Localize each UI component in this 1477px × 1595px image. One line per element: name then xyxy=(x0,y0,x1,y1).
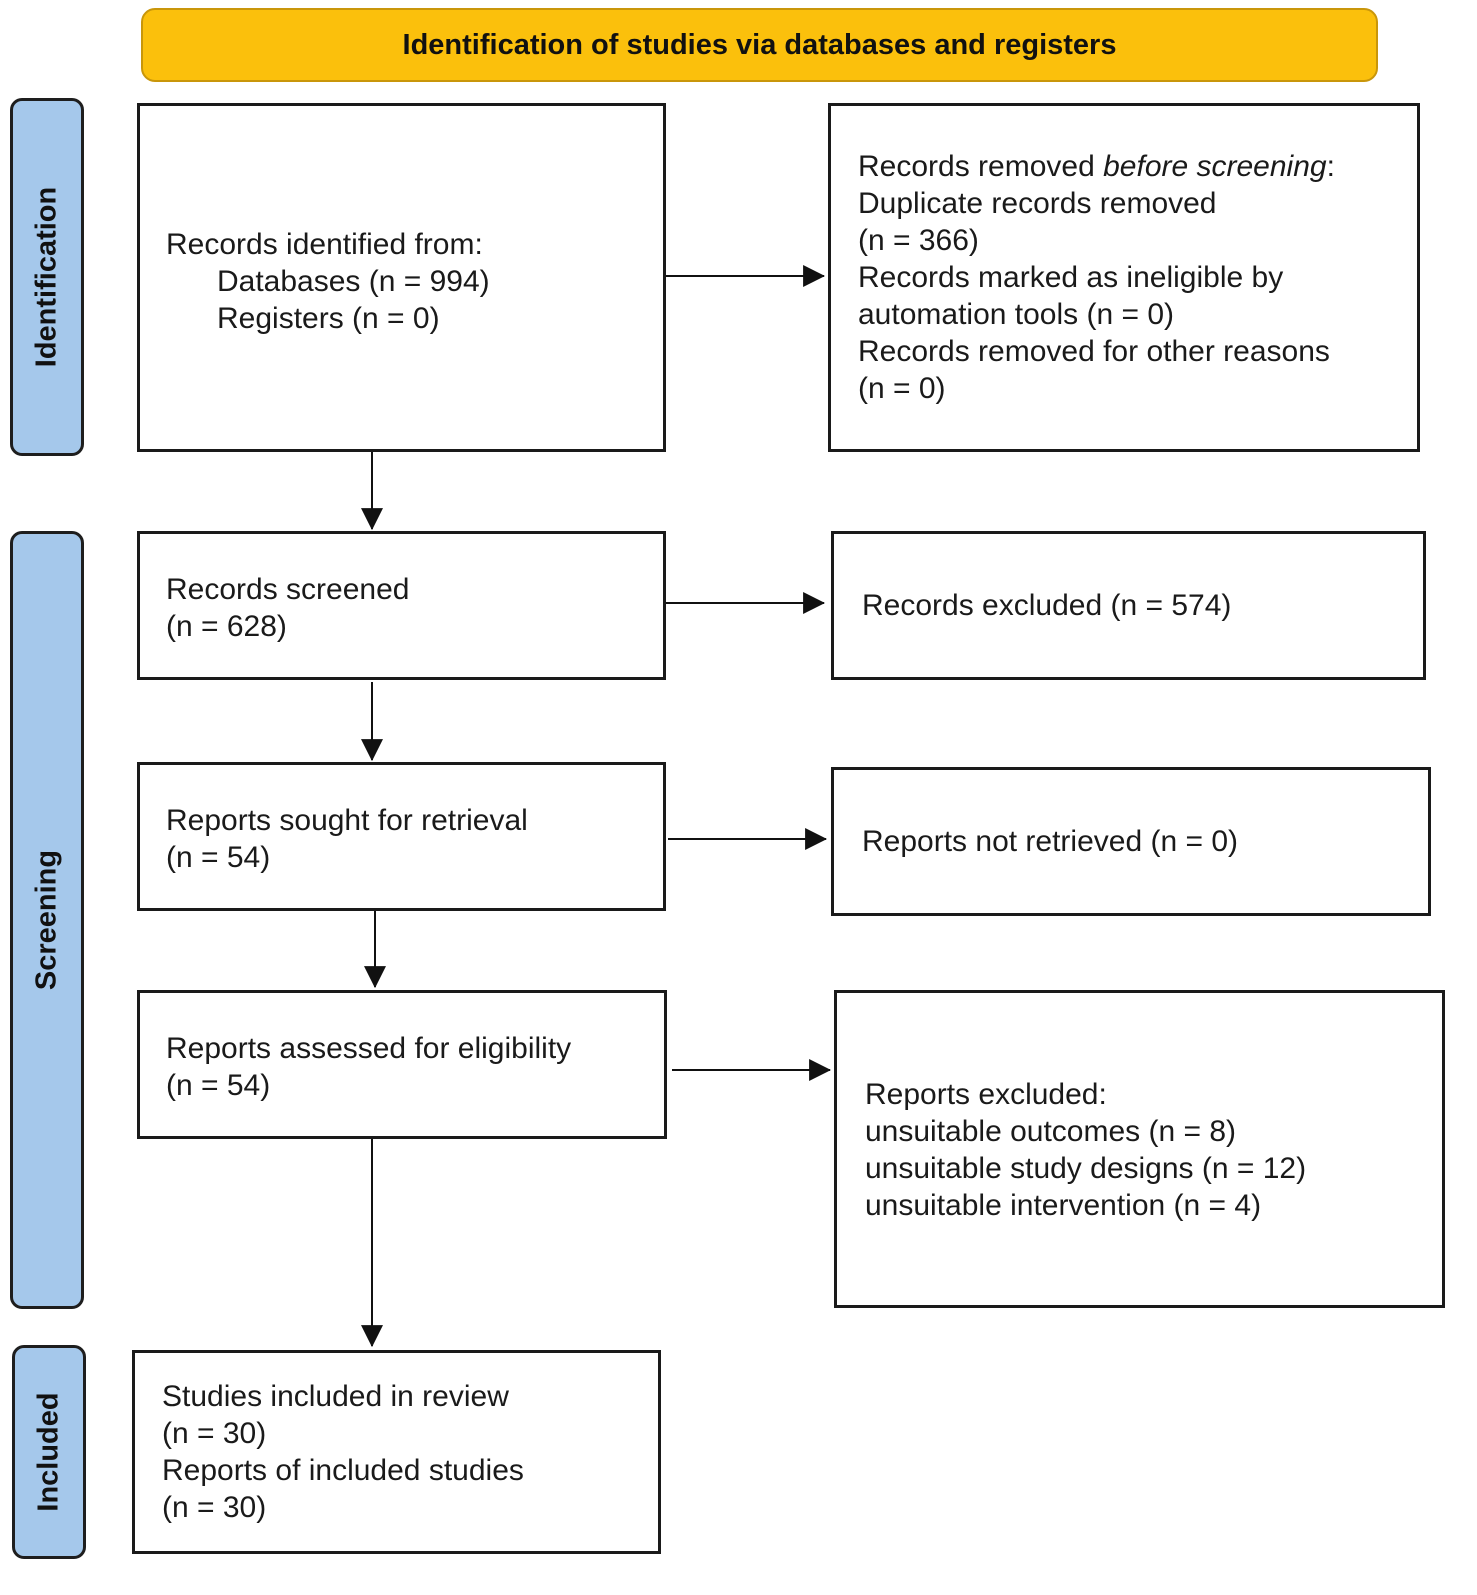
reason-intervention: unsuitable intervention (n = 4) xyxy=(865,1189,1262,1222)
phase-identification: Identification xyxy=(10,98,84,456)
phase-screening: Screening xyxy=(10,531,84,1309)
studies-included-label: Studies included in review xyxy=(162,1380,509,1413)
records-excluded-label: Records excluded (n = 574) xyxy=(862,589,1232,622)
ineligible-label-1: Records marked as ineligible by xyxy=(858,261,1284,294)
ineligible-label-2: automation tools (n = 0) xyxy=(858,298,1175,331)
studies-included-box: Studies included in review (n = 30) Repo… xyxy=(132,1350,661,1554)
records-screened-box: Records screened (n = 628) xyxy=(137,531,666,680)
reports-included-count: (n = 30) xyxy=(162,1491,267,1524)
reports-excluded-title: Reports excluded: xyxy=(865,1078,1107,1111)
registers-count: Registers (n = 0) xyxy=(217,302,440,335)
records-removed-title-prefix: Records removed xyxy=(858,150,1104,183)
reason-designs: unsuitable study designs (n = 12) xyxy=(865,1152,1307,1185)
studies-included-count: (n = 30) xyxy=(162,1417,267,1450)
reports-assessed-count: (n = 54) xyxy=(166,1069,271,1102)
reports-not-retrieved-box: Reports not retrieved (n = 0) xyxy=(831,767,1431,916)
other-reasons-count: (n = 0) xyxy=(858,372,946,405)
records-removed-box: Records removed before screening: Duplic… xyxy=(828,103,1420,452)
records-identified-title: Records identified from: xyxy=(166,228,483,261)
reason-outcomes: unsuitable outcomes (n = 8) xyxy=(865,1115,1237,1148)
records-removed-title: Records removed before screening: xyxy=(858,148,1417,185)
header-title: Identification of studies via databases … xyxy=(402,28,1117,61)
records-identified-box: Records identified from: Databases (n = … xyxy=(137,103,666,452)
phase-identification-label: Identification xyxy=(30,186,63,368)
other-reasons-label: Records removed for other reasons xyxy=(858,335,1330,368)
records-screened-label: Records screened xyxy=(166,573,410,606)
reports-sought-count: (n = 54) xyxy=(166,841,271,874)
reports-assessed-box: Reports assessed for eligibility (n = 54… xyxy=(137,990,667,1139)
header-banner: Identification of studies via databases … xyxy=(141,8,1378,82)
reports-assessed-label: Reports assessed for eligibility xyxy=(166,1032,572,1065)
reports-sought-label: Reports sought for retrieval xyxy=(166,804,528,837)
records-removed-title-suffix: : xyxy=(1326,150,1335,183)
records-screened-count: (n = 628) xyxy=(166,610,287,643)
records-excluded-box: Records excluded (n = 574) xyxy=(831,531,1426,680)
phase-screening-label: Screening xyxy=(30,849,63,991)
phase-included-label: Included xyxy=(32,1392,65,1512)
reports-sought-box: Reports sought for retrieval (n = 54) xyxy=(137,762,666,911)
phase-included: Included xyxy=(12,1345,86,1559)
reports-not-retrieved-label: Reports not retrieved (n = 0) xyxy=(862,825,1239,858)
databases-count: Databases (n = 994) xyxy=(217,265,490,298)
reports-excluded-box: Reports excluded: unsuitable outcomes (n… xyxy=(834,990,1445,1308)
reports-included-label: Reports of included studies xyxy=(162,1454,524,1487)
duplicates-count: (n = 366) xyxy=(858,224,979,257)
records-removed-title-italic: before screening xyxy=(1103,150,1327,183)
duplicates-label: Duplicate records removed xyxy=(858,187,1217,220)
